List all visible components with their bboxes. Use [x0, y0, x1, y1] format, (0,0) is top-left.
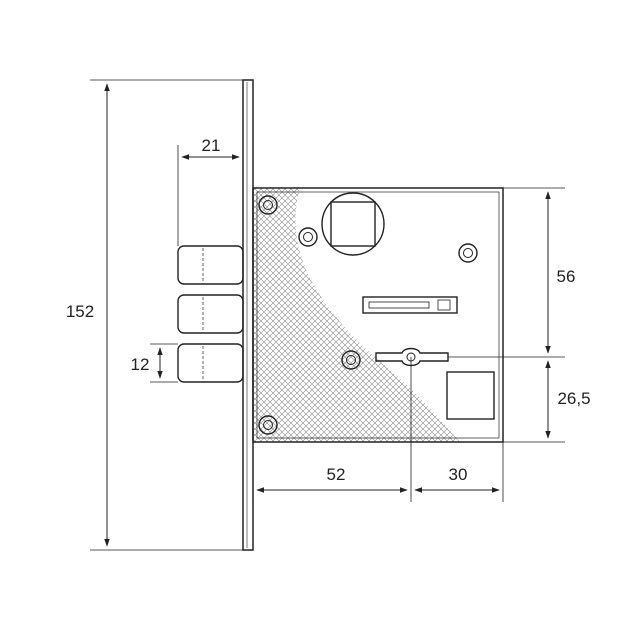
dimension-total-height: 152 [66, 79, 243, 551]
screw-bottom-left [258, 415, 278, 435]
dimension-label-12: 12 [131, 355, 150, 374]
dimension-bolt-diameter: 12 [131, 343, 178, 383]
bolt-middle [177, 294, 244, 334]
dimension-label-152: 152 [66, 302, 94, 321]
screw-top-left [258, 195, 278, 215]
dimension-label-30: 30 [449, 465, 468, 484]
screw-mid-left [298, 227, 318, 247]
hatched-region [253, 188, 460, 442]
dimension-label-56: 56 [557, 267, 576, 286]
lock-body [252, 187, 504, 443]
dimension-backset: 52 [252, 357, 412, 502]
dimension-label-26-5: 26,5 [557, 389, 590, 408]
dimension-bolt-projection: 21 [177, 136, 240, 246]
square-opening [446, 371, 495, 420]
dimension-label-52: 52 [327, 465, 346, 484]
spindle-hub [321, 192, 385, 256]
screw-right [458, 243, 478, 263]
latch-slot [362, 296, 458, 314]
keyhole [375, 347, 449, 367]
dimension-upper-height: 56 [448, 187, 576, 358]
screw-center [341, 350, 361, 370]
dimension-label-21: 21 [202, 136, 221, 155]
dimension-lower-height: 26,5 [503, 360, 591, 443]
bolt-top [177, 245, 244, 285]
faceplate [242, 79, 254, 551]
bolt-bottom [177, 343, 244, 383]
dimension-keyhole-to-edge: 30 [414, 442, 504, 502]
